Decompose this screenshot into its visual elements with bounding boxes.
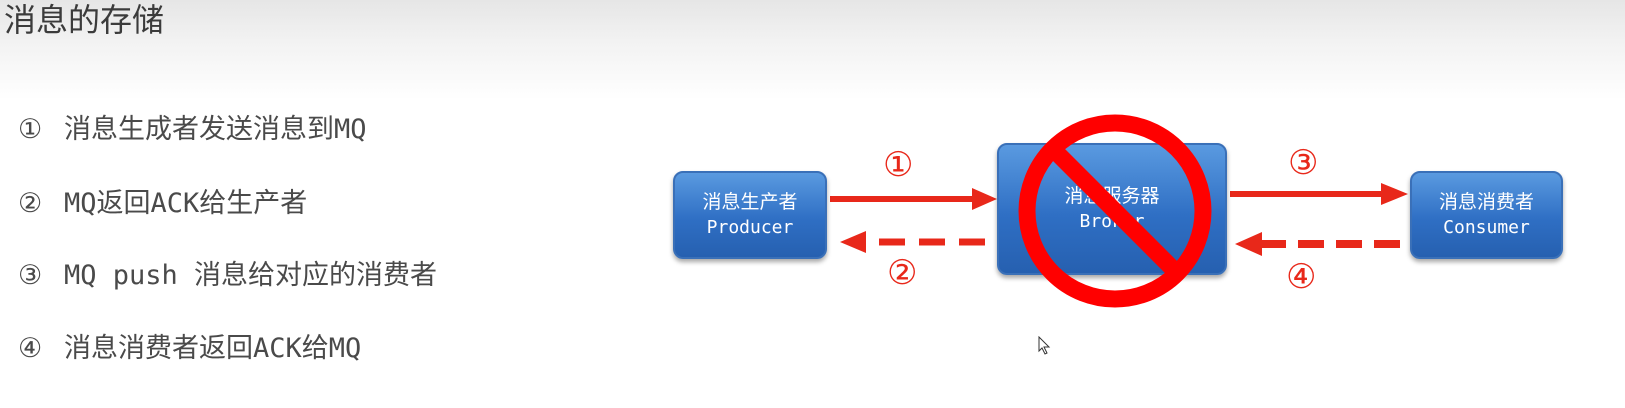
- step-4: ④ 消息消费者返回ACK给MQ: [18, 329, 361, 369]
- step-2: ② MQ返回ACK给生产者: [18, 184, 307, 224]
- consumer-box: 消息消费者 Consumer: [1410, 171, 1563, 259]
- consumer-label-en: Consumer: [1443, 217, 1530, 238]
- step-3-text: MQ push 消息给对应的消费者: [64, 260, 438, 291]
- step-2-number: ②: [18, 188, 43, 219]
- step-1: ① 消息生成者发送消息到MQ: [18, 110, 367, 150]
- arrow-producer-to-broker: [830, 188, 997, 210]
- prohibition-icon: [1018, 114, 1212, 308]
- producer-box: 消息生产者 Producer: [673, 171, 827, 259]
- consumer-label-zh: 消息消费者: [1438, 191, 1534, 213]
- step-3-number: ③: [18, 260, 43, 291]
- step-2-text: MQ返回ACK给生产者: [64, 188, 308, 219]
- arrow-broker-to-producer: [840, 231, 985, 253]
- producer-label-zh: 消息生产者: [702, 191, 798, 213]
- step-4-number: ④: [18, 333, 43, 364]
- page-title: 消息的存储: [4, 1, 165, 39]
- step-3: ③ MQ push 消息给对应的消费者: [18, 256, 437, 296]
- step-1-text: 消息生成者发送消息到MQ: [64, 114, 367, 145]
- step-1-number: ①: [18, 114, 43, 145]
- mouse-pointer-icon: [1038, 336, 1051, 355]
- title-band: [0, 0, 1625, 100]
- step-4-text: 消息消费者返回ACK给MQ: [64, 333, 362, 364]
- arrow-label-4: ④: [1286, 257, 1317, 297]
- arrow-label-3: ③: [1288, 143, 1319, 183]
- arrow-broker-to-consumer: [1230, 183, 1408, 205]
- arrow-consumer-to-broker: [1235, 232, 1400, 256]
- arrow-label-1: ①: [883, 145, 914, 185]
- arrow-label-2: ②: [887, 253, 918, 293]
- producer-label-en: Producer: [706, 217, 794, 238]
